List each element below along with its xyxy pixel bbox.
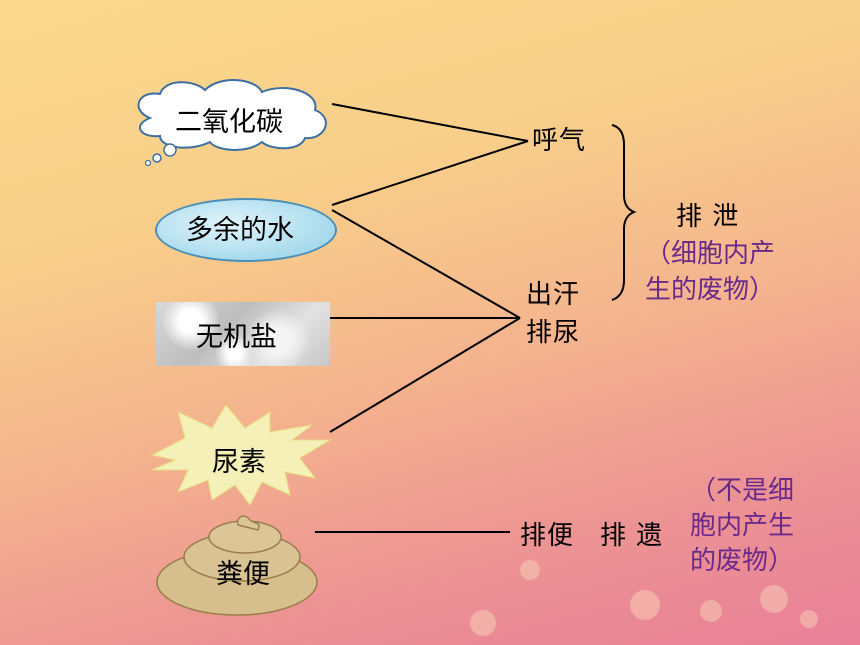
bokeh-decoration [800, 610, 818, 628]
bokeh-decoration [760, 585, 788, 613]
salt-label: 无机盐 [196, 322, 277, 353]
excretion-note-line2: 生的废物） [645, 275, 776, 305]
bokeh-decoration [520, 560, 540, 580]
egestion-note-line2: 胞内产生 [690, 511, 795, 541]
feces-shape [156, 515, 318, 616]
line-water-breath [331, 140, 529, 206]
category-excretion: 排 泄 [676, 202, 740, 232]
egestion-note-line3: 的废物） [690, 546, 795, 576]
excretion-note-line1: （细胞内产 [645, 239, 776, 269]
route-defecation: 排便 [520, 521, 575, 551]
bokeh-decoration [630, 590, 660, 620]
bokeh-decoration [470, 610, 496, 636]
salt-box [156, 302, 330, 366]
water-label: 多余的水 [186, 215, 294, 246]
starburst-shape [150, 404, 332, 506]
feces-label: 粪便 [216, 559, 270, 590]
route-sweat: 出汗 [526, 280, 581, 310]
water-oval [155, 198, 337, 262]
category-egestion: 排 遗 [600, 521, 664, 551]
co2-label: 二氧化碳 [175, 107, 283, 138]
bokeh-decoration [700, 600, 722, 622]
line-co2-breath [331, 103, 529, 142]
line-urea-sweat [329, 317, 521, 433]
route-breath: 呼气 [532, 126, 587, 156]
egestion-note-line1: （不是细 [690, 476, 795, 506]
route-urine: 排尿 [526, 318, 581, 348]
brace-excretion [611, 124, 637, 301]
line-water-sweat [331, 209, 521, 319]
urea-label: 尿素 [212, 447, 266, 478]
cloud-shape [137, 79, 327, 167]
